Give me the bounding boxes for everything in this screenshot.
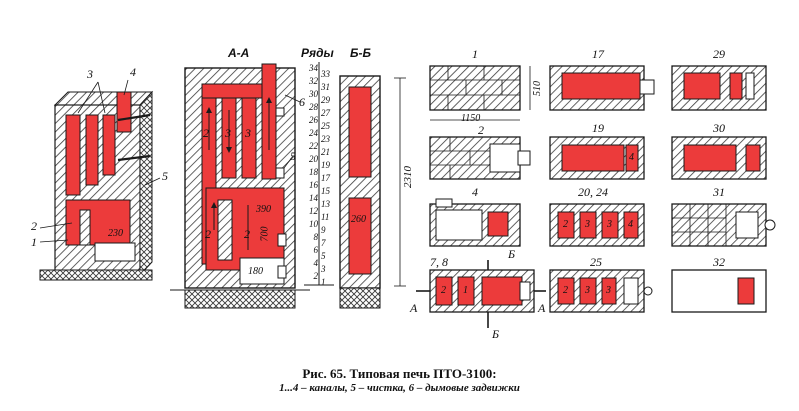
row-number: 15 xyxy=(321,186,330,196)
row-number: 22 xyxy=(309,141,318,151)
row-number: 7 xyxy=(321,238,326,248)
row-number: 31 xyxy=(321,82,330,92)
row-number: 25 xyxy=(321,121,330,131)
row-number: 18 xyxy=(309,167,318,177)
plan-label-29: 29 xyxy=(713,47,725,61)
plan-label-17: 17 xyxy=(592,47,604,61)
iso-label-4: 4 xyxy=(130,65,136,79)
section-a-a xyxy=(170,63,310,309)
row-number: 4 xyxy=(313,258,319,268)
row-number: 12 xyxy=(309,206,318,216)
row-number: 21 xyxy=(321,147,330,157)
aa-dim-180: 180 xyxy=(248,266,263,277)
aa-label-2-top: 2 xyxy=(203,126,209,140)
row-number: 34 xyxy=(309,63,318,73)
plan-label-2: 2 xyxy=(478,123,484,137)
plan-label-25: 25 xyxy=(590,255,602,269)
row-number: 3 xyxy=(321,264,326,274)
rows-right-column: 33 31 29 27 25 23 21 19 17 15 13 11 9 7 … xyxy=(321,68,335,289)
aa-dim-390: 390 xyxy=(256,204,271,215)
row-number: 20 xyxy=(309,154,318,164)
row-number: 1 xyxy=(321,277,326,287)
row-number: 11 xyxy=(321,212,330,222)
row-number: 5 xyxy=(321,251,326,261)
section-a-a-title: А-А xyxy=(228,46,250,60)
rows-header: Ряды xyxy=(301,46,334,60)
row-number: 10 xyxy=(309,219,318,229)
plan25-ch2: 2 xyxy=(563,285,568,296)
plan-label-20-24: 20, 24 xyxy=(578,185,608,199)
figure-caption-legend: 1...4 – каналы, 5 – чистка, 6 – дымовые … xyxy=(279,382,520,394)
plan-label-30: 30 xyxy=(713,121,725,135)
aa-label-3-left: 3 xyxy=(225,126,231,140)
plan-label-32: 32 xyxy=(713,255,725,269)
row-number: 16 xyxy=(309,180,318,190)
rows-scale xyxy=(304,62,334,286)
plan-views xyxy=(416,65,776,328)
dim-height-2310: 2310 xyxy=(402,166,414,188)
aa-label-6: 6 xyxy=(299,95,305,109)
row-number: 27 xyxy=(321,108,330,118)
row-number: 29 xyxy=(321,95,330,105)
aa-label-5: 5 xyxy=(290,149,296,163)
cut-marker-a-right: А xyxy=(538,301,546,315)
cut-marker-b-top: Б xyxy=(508,247,516,261)
iso-label-1: 1 xyxy=(31,235,37,249)
plan-label-1: 1 xyxy=(472,47,478,61)
row-number: 26 xyxy=(309,115,318,125)
plan-label-19: 19 xyxy=(592,121,604,135)
iso-label-3: 3 xyxy=(87,67,93,81)
plan25-ch3b: 3 xyxy=(606,285,611,296)
plan19-ch4: 4 xyxy=(629,152,634,163)
row-number: 32 xyxy=(309,76,318,86)
section-b-b-title: Б-Б xyxy=(350,46,371,60)
row-number: 8 xyxy=(313,232,319,242)
row-number: 28 xyxy=(309,102,318,112)
plan20-ch3b: 3 xyxy=(607,219,612,230)
aa-label-3-right: 3 xyxy=(245,126,251,140)
row-number: 14 xyxy=(309,193,318,203)
plan78-ch1: 1 xyxy=(463,285,468,296)
row-number: 23 xyxy=(321,134,330,144)
figure-caption-title: Рис. 65. Типовая печь ПТО-3100: xyxy=(302,366,497,381)
plan-label-31: 31 xyxy=(713,185,725,199)
plan-dim-510: 510 xyxy=(532,81,543,96)
plan-label-4: 4 xyxy=(472,185,478,199)
row-number: 19 xyxy=(321,160,330,170)
row-number: 30 xyxy=(309,89,318,99)
row-number: 13 xyxy=(321,199,330,209)
iso-dim-230: 230 xyxy=(108,228,123,239)
row-number: 2 xyxy=(313,271,319,281)
plan-dim-1150: 1150 xyxy=(461,113,481,124)
plan-label-7-8: 7, 8 xyxy=(430,255,448,269)
bb-dim-260: 260 xyxy=(351,214,366,225)
row-number: 6 xyxy=(313,245,319,255)
cut-marker-a-left: А xyxy=(410,301,418,315)
section-b-b xyxy=(339,75,406,309)
plan20-ch4: 4 xyxy=(628,219,633,230)
row-number: 24 xyxy=(309,128,318,138)
iso-label-2: 2 xyxy=(31,219,37,233)
aa-label-2-bottom: 2 xyxy=(205,227,211,241)
isometric-view xyxy=(39,79,161,281)
iso-label-5: 5 xyxy=(162,169,168,183)
plan20-ch3a: 3 xyxy=(585,219,590,230)
aa-label-2-right: 2 xyxy=(244,227,250,241)
plan25-ch3a: 3 xyxy=(585,285,590,296)
plan20-ch2: 2 xyxy=(563,219,568,230)
rows-left-column: 34 32 30 28 26 24 22 20 18 16 14 12 10 8… xyxy=(304,62,318,283)
row-number: 17 xyxy=(321,173,330,183)
row-number: 33 xyxy=(321,69,330,79)
cut-marker-b-bottom: Б xyxy=(492,327,500,341)
row-number: 9 xyxy=(321,225,326,235)
aa-dim-700: 700 xyxy=(259,226,271,242)
plan78-ch2: 2 xyxy=(441,285,446,296)
